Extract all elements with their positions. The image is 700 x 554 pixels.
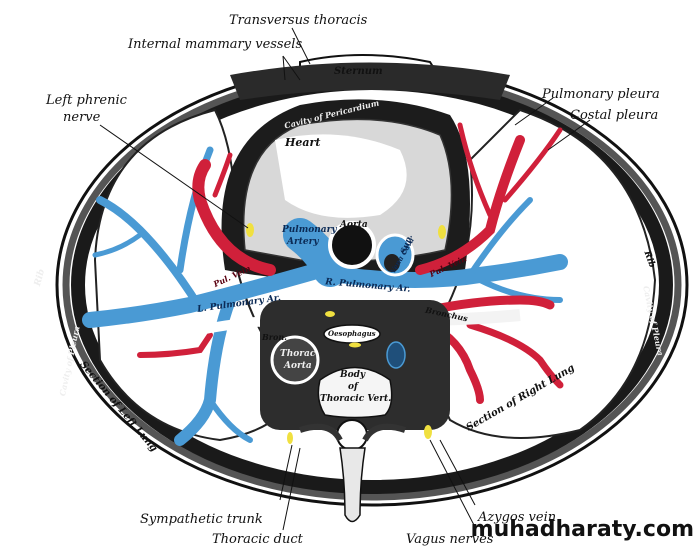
label-thoracic-duct: Thoracic duct — [212, 532, 303, 547]
watermark: muhadharaty.com — [470, 517, 694, 542]
transverse-processes — [299, 423, 406, 442]
pulmonary-vein-tree — [137, 122, 564, 404]
leader-lines — [99, 27, 591, 531]
thoracic-aorta — [270, 335, 320, 385]
spinous-process — [339, 447, 366, 523]
label-transversus-thoracis: Transversus thoracis — [229, 13, 368, 28]
vagus-nerve-left — [325, 311, 335, 317]
label-vagus-nerves: Vagus nerves — [406, 532, 494, 547]
left-phrenic-nerve — [246, 223, 254, 237]
right-phrenic-nerve — [438, 225, 446, 239]
label-thoracic-aorta-line1: Thorac. — [280, 349, 319, 359]
label-pulmonary-artery-line1: Pulmonary — [282, 225, 337, 235]
label-sternum: Sternum — [334, 66, 383, 77]
ascending-aorta — [328, 221, 376, 269]
label-left-phrenic-nerve-line1: Left phrenic — [46, 93, 127, 108]
label-oesophagus: Oesophagus — [328, 329, 376, 338]
label-vertebra-line2: of — [348, 382, 358, 392]
label-vertebra-line1: Body — [340, 370, 366, 380]
label-bronchus-left: Bron. — [262, 332, 287, 342]
label-left-phrenic-nerve-line2: nerve — [63, 110, 101, 125]
label-azygos-vein: Azygos vein — [478, 510, 557, 525]
label-thoracic-aorta-line2: Aorta — [284, 361, 312, 371]
label-costal-pleura: Costal pleura — [570, 108, 659, 123]
label-pulmonary-artery-line2: Artery — [287, 237, 319, 247]
spinal-canal — [336, 419, 368, 451]
vagus-nerve-right — [349, 342, 361, 348]
azygos-vein-section — [386, 341, 406, 369]
label-sympathetic-trunk: Sympathetic trunk — [140, 512, 263, 527]
anterior-mediastinum — [230, 62, 510, 100]
label-heart: Heart — [285, 136, 321, 149]
vertebral-body — [317, 366, 393, 419]
sympathetic-trunk-left — [287, 432, 293, 444]
posterior-mediastinum — [260, 300, 450, 430]
label-aorta: Aorta — [340, 220, 368, 230]
label-pulmonary-pleura: Pulmonary pleura — [542, 87, 660, 102]
label-vertebra-line3: Thoracic Vert. — [320, 394, 392, 404]
sympathetic-trunk-right — [424, 425, 432, 439]
label-internal-mammary-vessels: Internal mammary vessels — [128, 37, 303, 52]
right-lung — [431, 108, 657, 439]
